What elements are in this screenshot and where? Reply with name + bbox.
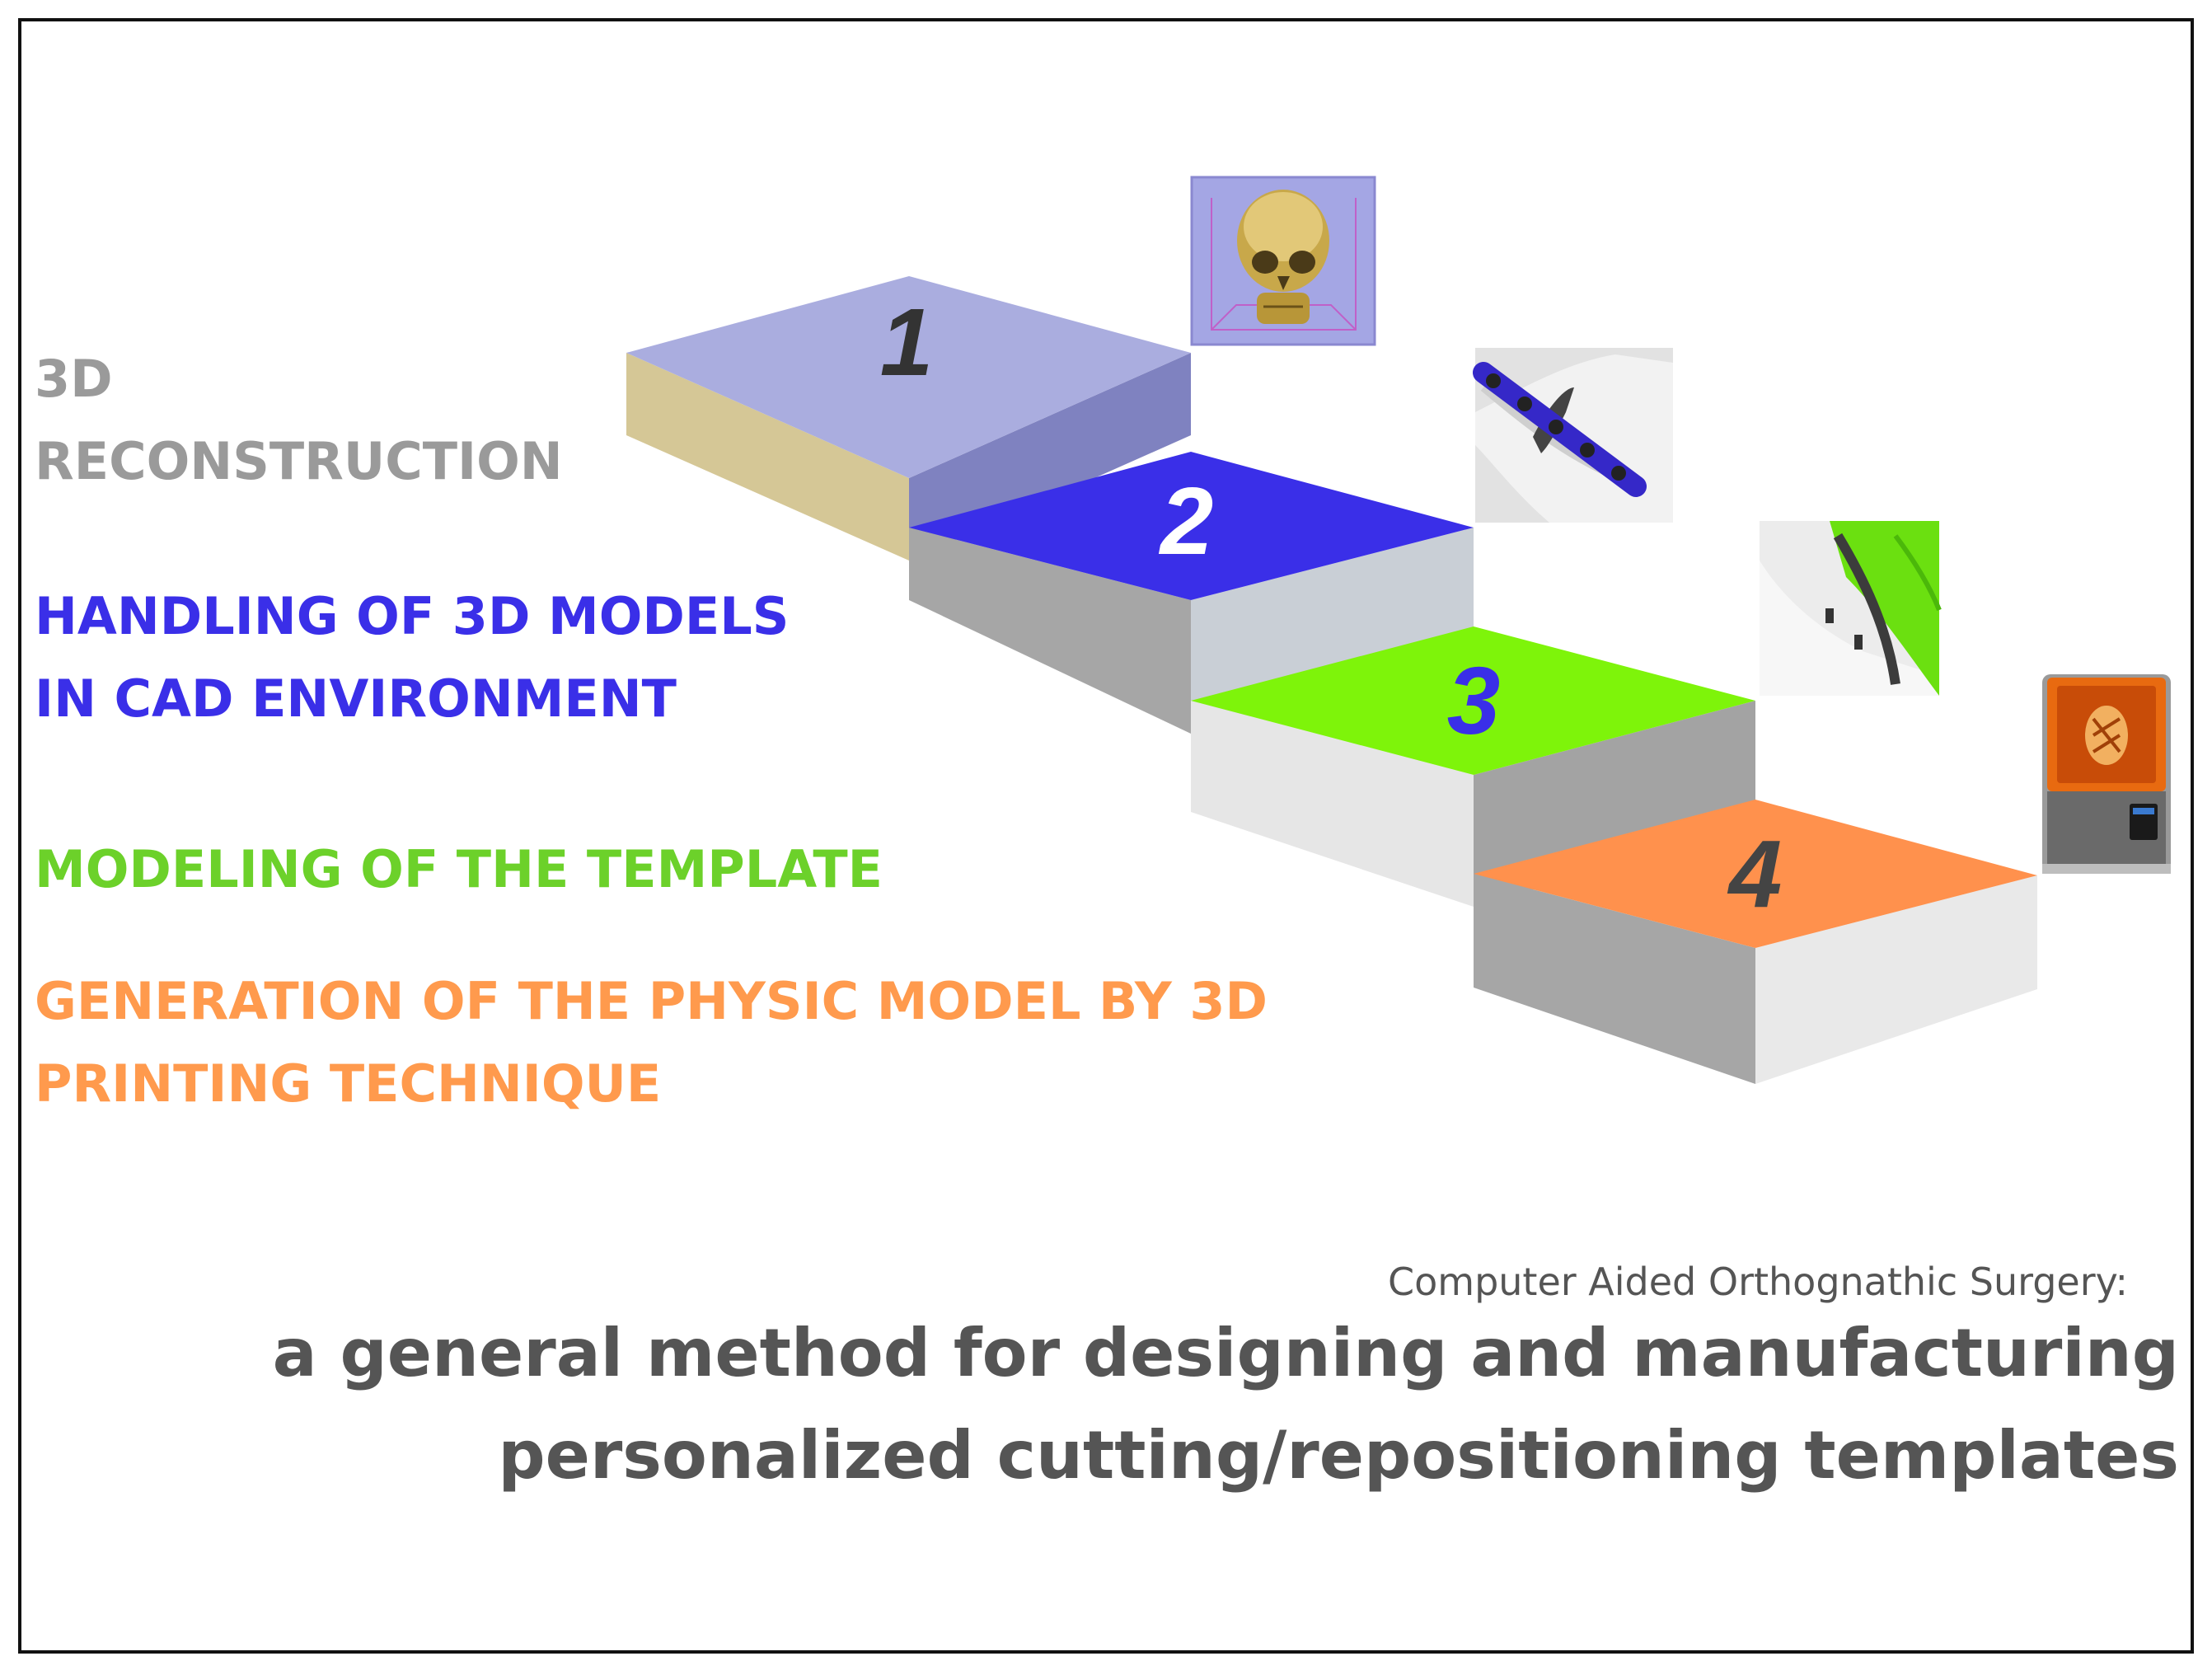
step-3-label-line-1: MODELING OF THE TEMPLATE <box>35 839 883 899</box>
step-2-label: HANDLING OF 3D MODELS IN CAD ENVIRONMENT <box>35 575 789 740</box>
step-2-left-face <box>909 528 1191 734</box>
step-4-label: GENERATION OF THE PHYSIC MODEL BY 3D PRI… <box>35 960 1268 1125</box>
step-3-label: MODELING OF THE TEMPLATE <box>35 828 883 911</box>
step-2-number: 2 <box>1159 467 1214 575</box>
step-4-top-face <box>1474 800 2037 948</box>
surgical-template-icon <box>1760 521 1942 696</box>
step-3-top-face <box>1191 626 1755 775</box>
step-4-block <box>1474 800 2037 1084</box>
step-1-label-line-1: 3D <box>35 349 113 409</box>
step-3-number: 3 <box>1447 647 1501 754</box>
step-4-label-line-1: GENERATION OF THE PHYSIC MODEL BY 3D <box>35 971 1268 1031</box>
title-line-2: personalized cutting/repositioning templ… <box>498 1417 2179 1494</box>
title: a general method for designing and manuf… <box>273 1302 2179 1507</box>
step-1-left-face <box>626 353 909 561</box>
step-4-left-face <box>1474 874 1755 1084</box>
step-2-label-line-2: IN CAD ENVIRONMENT <box>35 669 677 729</box>
bone-plate-cad-icon <box>1473 348 1673 523</box>
skull-3d-reconstruction-icon <box>1190 176 1376 346</box>
step-4-label-line-2: PRINTING TECHNIQUE <box>35 1053 662 1114</box>
subtitle: Computer Aided Orthognathic Surgery: <box>1388 1260 2128 1304</box>
step-1-label: 3D RECONSTRUCTION <box>35 338 563 503</box>
step-2-top-face <box>909 452 1474 600</box>
step-1-label-line-2: RECONSTRUCTION <box>35 431 563 491</box>
step-4-number: 4 <box>1727 820 1783 927</box>
title-line-1: a general method for designing and manuf… <box>272 1315 2179 1391</box>
3d-printer-icon <box>2042 674 2171 874</box>
step-4-right-face <box>1755 875 2037 1084</box>
step-1-top-face <box>626 276 1191 478</box>
step-1-number: 1 <box>880 289 934 396</box>
step-2-label-line-1: HANDLING OF 3D MODELS <box>35 586 790 646</box>
step-3-left-face <box>1191 701 1474 907</box>
